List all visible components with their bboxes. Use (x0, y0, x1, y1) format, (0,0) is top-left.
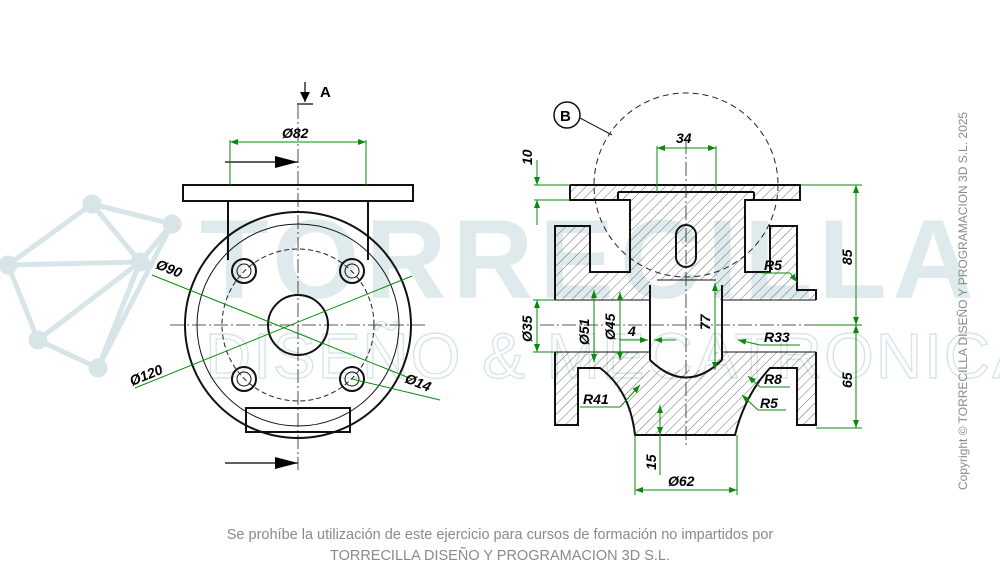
section-view: B 34 10 (519, 92, 862, 495)
dim-d35: Ø35 (519, 315, 535, 342)
footer-line-1: Se prohíbe la utilización de este ejerci… (226, 527, 774, 543)
dim-d120: Ø120 (127, 361, 165, 389)
dim-d82: Ø82 (282, 125, 309, 141)
dim-w4: 4 (627, 323, 636, 339)
front-view: A Ø82 Ø90 Ø120 Ø14 (127, 82, 441, 470)
copyright-text: Copyright © TORRECILLA DISEÑO Y PROGRAMA… (956, 112, 970, 490)
dim-h77: 77 (697, 313, 713, 330)
dim-r5-upper: R5 (764, 257, 782, 273)
section-label: A (320, 84, 331, 101)
dim-d62: Ø62 (668, 473, 695, 489)
dim-h15: 15 (643, 454, 659, 470)
dim-d45: Ø45 (602, 313, 618, 340)
dim-h65: 65 (839, 372, 855, 388)
watermark-logo-icon (0, 194, 182, 378)
dim-w34: 34 (676, 130, 692, 146)
dim-h10: 10 (519, 149, 535, 165)
footer-line-2: TORRECILLA DISEÑO Y PROGRAMACION 3D S.L. (329, 548, 671, 564)
watermark: TORRECILLA DISEÑO & MECATRONICA (0, 194, 1000, 393)
dim-r41: R41 (583, 391, 609, 407)
dim-d51: Ø51 (576, 318, 592, 345)
dim-h85: 85 (839, 249, 855, 265)
dim-r5-lower: R5 (760, 395, 778, 411)
detail-label: B (560, 108, 571, 125)
dim-r8: R8 (764, 371, 782, 387)
dim-d90: Ø90 (154, 256, 185, 281)
dim-r33: R33 (764, 329, 790, 345)
